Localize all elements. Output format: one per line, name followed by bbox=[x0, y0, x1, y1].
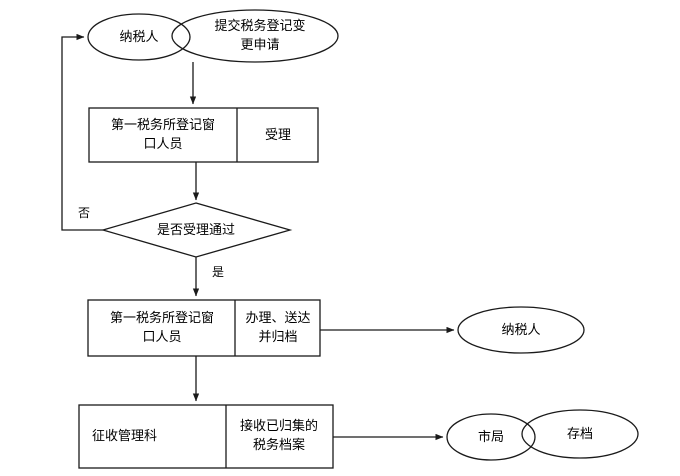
edge-decision-no-loop bbox=[61, 33, 103, 231]
shape-office-box-2 bbox=[87, 299, 321, 357]
shape-collection-box bbox=[78, 404, 334, 469]
shape-city-bureau bbox=[446, 413, 536, 461]
shape-office-box-1 bbox=[88, 107, 319, 163]
edge-label-branch-yes: 是 bbox=[212, 265, 225, 279]
edge-label-branch-no: 否 bbox=[78, 206, 91, 220]
shape-submit-request bbox=[171, 9, 339, 63]
shape-taxpayer-start bbox=[87, 13, 191, 61]
shape-filed-archive bbox=[521, 409, 639, 459]
shape-taxpayer-end bbox=[457, 306, 585, 354]
shape-decision-accept bbox=[100, 202, 293, 258]
